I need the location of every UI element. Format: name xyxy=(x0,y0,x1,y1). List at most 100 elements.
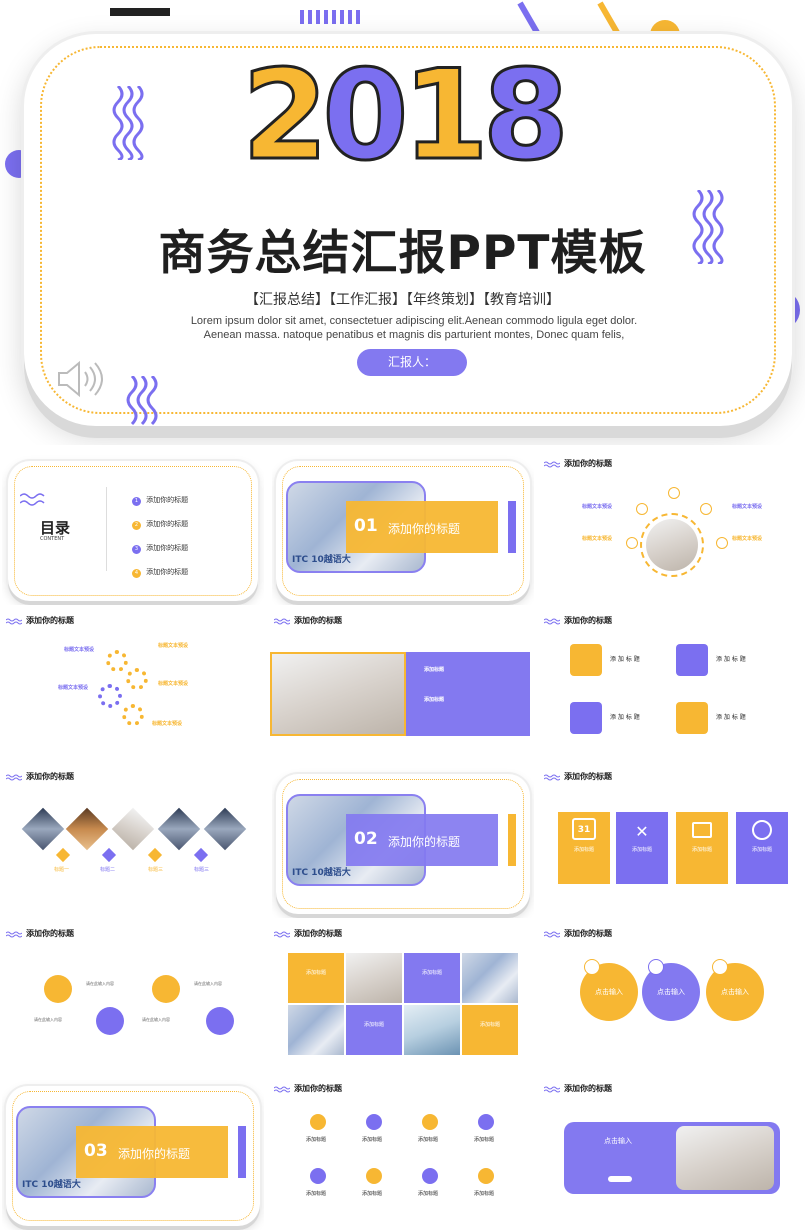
reporter-button[interactable]: 汇报人： xyxy=(357,349,467,376)
gear-label: 标题文本预设 xyxy=(64,647,95,653)
chat-icon xyxy=(570,702,602,734)
diamond-photo xyxy=(65,807,109,851)
dollar-icon xyxy=(366,1114,382,1130)
icon-label: 添加标题 xyxy=(306,1191,327,1197)
grid-cell: 添加标题 xyxy=(404,953,460,1003)
home-icon xyxy=(422,1168,438,1184)
calendar-icon xyxy=(636,503,648,515)
slide-thumb-four-columns[interactable]: 添加你的标题 31 添加标题 ✕ 添加标题 添加标题 添加标题 xyxy=(540,768,802,918)
bulb-icon xyxy=(668,487,680,499)
slide-thumb-gears[interactable]: 添加你的标题 标题文本预设 标题文本预设 标题文本预设 标题文本预设 标题文本预… xyxy=(2,612,264,762)
hero-tags: 【汇报总结】【工作汇报】【年终策划】【教育培训】 xyxy=(245,292,560,308)
decor-line xyxy=(600,428,670,434)
slide-thumb-toc[interactable]: 目录 CONTENT 1 添加你的标题 2 添加你的标题 3 添加你的标题 4 … xyxy=(2,455,264,605)
slide-thumb-diamonds[interactable]: 添加你的标题 标题一 标题二 标题三 标题三 xyxy=(2,768,264,918)
grid-label: 添 加 标 题 xyxy=(716,714,746,721)
toc-subtitle: CONTENT xyxy=(40,536,65,542)
signal-icon xyxy=(648,959,664,975)
year-digit: 2 xyxy=(240,44,329,188)
section-number: 02 xyxy=(354,829,378,849)
tablet-icon xyxy=(676,644,708,676)
wave-decoration-right xyxy=(692,190,724,264)
grid-label: 添 加 标 题 xyxy=(716,656,746,663)
slide-thumb-closing[interactable]: 添加你的标题 点击输入 xyxy=(540,1080,802,1230)
hub-photo xyxy=(646,519,698,571)
icon-label: 添加标题 xyxy=(362,1137,383,1143)
heart-icon xyxy=(310,1114,326,1130)
decor-line xyxy=(380,432,440,438)
hub-label: 标题文本预设 xyxy=(732,536,763,542)
grid-cell: 添加标题 xyxy=(346,1005,402,1055)
icon-label: 添加标题 xyxy=(474,1191,495,1197)
icon-label: 添加标题 xyxy=(306,1137,327,1143)
hub-label: 标题文本预设 xyxy=(582,536,613,542)
column-card: 添加标题 xyxy=(676,812,728,884)
toc-item[interactable]: 2 添加你的标题 xyxy=(132,511,188,535)
year-digit: 8 xyxy=(481,44,570,188)
gear-label: 标题文本预设 xyxy=(58,685,89,691)
grid-photo xyxy=(346,953,402,1003)
slide-thumb-laptop[interactable]: 添加你的标题 添加标题 添加标题 xyxy=(270,612,532,762)
slide-thumb-icons-grid[interactable]: 添加你的标题 添 加 标 题 添 加 标 题 添 加 标 题 添 加 标 题 xyxy=(540,612,802,762)
toc-title: 目录 xyxy=(40,519,71,537)
icon-label: 添加标题 xyxy=(418,1137,439,1143)
flow-label: 请在此输入内容 xyxy=(86,981,114,986)
slide-thumb-three-circles[interactable]: 添加你的标题 点击输入 点击输入 点击输入 xyxy=(540,925,802,1075)
section-number: 03 xyxy=(84,1141,108,1161)
year-digit: 1 xyxy=(401,44,490,188)
decor-stripe xyxy=(300,10,360,24)
note-icon xyxy=(44,975,72,1003)
gear-icon xyxy=(126,668,148,690)
phone-icon xyxy=(570,644,602,676)
icon-label: 添加标题 xyxy=(474,1137,495,1143)
icon-label: 添加标题 xyxy=(418,1191,439,1197)
slide-thumb-circles-flow[interactable]: 添加你的标题 请在此输入内容 请在此输入内容 请在此输入内容 请在此输入内容 xyxy=(2,925,264,1075)
speaker-icon[interactable] xyxy=(55,360,105,398)
diamond-label: 标题一 xyxy=(54,867,70,873)
icon-label: 添加标题 xyxy=(362,1191,383,1197)
toc-list: 1 添加你的标题 2 添加你的标题 3 添加你的标题 4 添加你的标题 xyxy=(132,487,188,583)
gear-label: 标题文本预设 xyxy=(158,643,189,649)
toc-item[interactable]: 4 添加你的标题 xyxy=(132,559,188,583)
runner-icon xyxy=(478,1168,494,1184)
diamond-label: 标题二 xyxy=(100,867,116,873)
instagram-icon xyxy=(152,975,180,1003)
slide-thumb-section-01[interactable]: ITC 10越语大 01 添加你的标题 xyxy=(272,455,534,605)
hub-label: 标题文本预设 xyxy=(732,504,763,510)
grid-label: 添 加 标 题 xyxy=(610,656,640,663)
heart-icon xyxy=(310,1168,326,1184)
diamond-photo xyxy=(21,807,65,851)
laptop-photo xyxy=(270,652,406,736)
column-card: 添加标题 xyxy=(736,812,788,884)
slide-thumb-photo-grid[interactable]: 添加你的标题 添加标题 添加标题 添加标题 添加标题 xyxy=(270,925,532,1075)
year-digit: 0 xyxy=(321,44,410,188)
slide-thumb-hub[interactable]: 添加你的标题 标题文本预设 标题文本预设 标题文本预设 标题文本预设 xyxy=(540,455,802,605)
toc-item[interactable]: 1 添加你的标题 xyxy=(132,487,188,511)
hero-description: Lorem ipsum dolor sit amet, consectetuer… xyxy=(190,315,638,341)
text-panel: 添加标题 添加标题 xyxy=(406,652,530,736)
diamond-photo xyxy=(203,807,247,851)
slide-thumb-icon-rows[interactable]: 添加你的标题 添加标题 添加标题 添加标题 添加标题 添加标题 添加标题 添加标… xyxy=(270,1080,532,1230)
window-icon xyxy=(96,1007,124,1035)
wave-icon xyxy=(20,493,45,506)
hero-slide[interactable]: 2018 商务总结汇报PPT模板 【汇报总结】【工作汇报】【年终策划】【教育培训… xyxy=(0,0,805,445)
section-number: 01 xyxy=(354,516,378,536)
hub-label: 标题文本预设 xyxy=(582,504,613,510)
section-banner xyxy=(346,814,498,866)
toc-item[interactable]: 3 添加你的标题 xyxy=(132,535,188,559)
grid-photo xyxy=(462,953,518,1003)
closing-photo xyxy=(676,1126,774,1190)
flow-label: 请在此输入内容 xyxy=(34,1017,62,1022)
slide-thumb-section-03[interactable]: ITC 10越语大 03 添加你的标题 xyxy=(2,1080,264,1230)
briefcase-icon xyxy=(692,822,712,838)
shuffle-icon: ✕ xyxy=(635,822,649,841)
section-banner xyxy=(346,501,498,553)
grid-photo xyxy=(288,1005,344,1055)
circle-card[interactable]: 点击输入 xyxy=(706,963,764,1021)
wave-decoration-left xyxy=(112,86,144,160)
slide-thumb-section-02[interactable]: ITC 10越语大 02 添加你的标题 xyxy=(272,768,534,918)
grid-photo xyxy=(404,1005,460,1055)
gear-icon xyxy=(122,704,144,726)
gear-icon xyxy=(98,684,122,708)
column-card: 31 添加标题 xyxy=(558,812,610,884)
